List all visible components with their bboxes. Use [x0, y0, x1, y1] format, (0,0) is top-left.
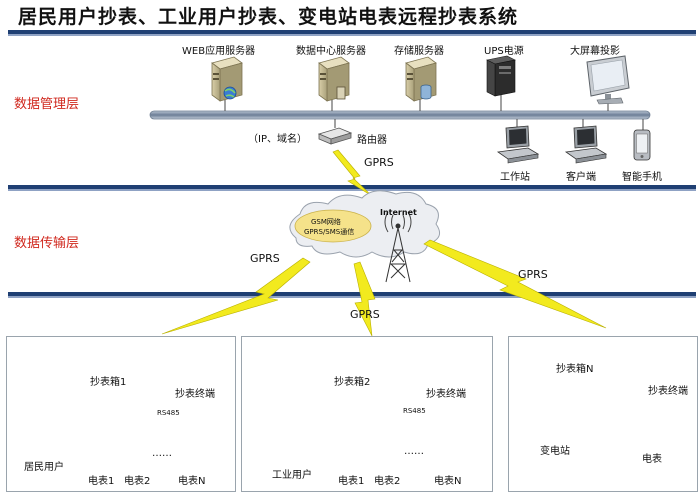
terminal-n-label: 抄表终端 [648, 386, 688, 397]
meter-box-n-label: 抄表箱N [556, 364, 594, 375]
data-center-server-icon [318, 56, 350, 102]
internet-label: Internet [380, 208, 417, 217]
router-icon [317, 127, 353, 145]
meter-box-2-label: 抄表箱2 [334, 377, 371, 388]
gsm-internet-cloud-icon [289, 190, 441, 258]
industrial-user-label: 工业用户 [272, 470, 312, 481]
gsm-network-label: GSM网络 [311, 218, 341, 226]
gprs-label-left: GPRS [250, 252, 280, 265]
meter-2-label: 电表2 [124, 476, 151, 487]
client-computer-icon [564, 125, 608, 164]
meter-dots-2: …… [404, 446, 424, 457]
gprs-lightning-left-icon [161, 257, 311, 335]
gprs-label-right: GPRS [518, 268, 548, 281]
gprs-lightning-center-icon [353, 261, 376, 337]
workstation-label: 工作站 [500, 172, 530, 183]
residential-user-label: 居民用户 [24, 462, 64, 473]
data-center-server-label: 数据中心服务器 [296, 46, 366, 57]
router-label: 路由器 [357, 135, 387, 146]
rs485-1-label: RS485 [157, 409, 180, 417]
ip-domain-label: （IP、域名） [248, 134, 307, 145]
meter-2-label-site2: 电表2 [374, 476, 401, 487]
ups-label: UPS电源 [484, 46, 524, 57]
smartphone-icon [633, 129, 651, 161]
server-bus [149, 93, 651, 130]
gprs-lightning-right-icon [423, 239, 607, 329]
terminal-2-label: 抄表终端 [426, 389, 466, 400]
meter-dots-1: …… [152, 448, 172, 459]
separator-bottom [8, 292, 696, 298]
gprs-sms-label: GPRS/SMS通信 [304, 228, 355, 236]
separator-top [8, 30, 696, 36]
separator-middle [8, 185, 696, 191]
site-box-substation [508, 336, 698, 492]
client-label: 客户端 [566, 172, 596, 183]
screen-label: 大屏幕投影 [570, 46, 620, 57]
site-box-residential [6, 336, 236, 492]
substation-label: 变电站 [540, 446, 570, 457]
radio-tower-icon [384, 211, 412, 283]
layer-label-transmission: 数据传输层 [14, 236, 80, 251]
substation-meter-label: 电表 [642, 454, 662, 465]
gprs-label-center: GPRS [350, 308, 380, 321]
web-server-label: WEB应用服务器 [182, 46, 256, 57]
meter-n-label: 电表N [178, 476, 206, 487]
storage-server-icon [405, 56, 437, 102]
meter-n-label-site2: 电表N [434, 476, 462, 487]
meter-1-label-site2: 电表1 [338, 476, 365, 487]
page-title: 居民用户抄表、工业用户抄表、变电站电表远程抄表系统 [18, 6, 519, 28]
layer-label-management: 数据管理层 [14, 97, 80, 112]
meter-box-1-label: 抄表箱1 [90, 377, 127, 388]
storage-server-label: 存储服务器 [394, 46, 444, 57]
big-screen-projector-icon [586, 55, 630, 105]
gprs-lightning-top-icon [332, 149, 373, 197]
ups-power-icon [486, 55, 516, 97]
meter-1-label: 电表1 [88, 476, 115, 487]
rs485-2-label: RS485 [403, 407, 426, 415]
terminal-1-label: 抄表终端 [175, 389, 215, 400]
gprs-label-top: GPRS [364, 156, 394, 169]
workstation-icon [496, 125, 540, 164]
web-server-icon [211, 56, 243, 102]
phone-label: 智能手机 [622, 172, 662, 183]
site-box-industrial [241, 336, 493, 492]
